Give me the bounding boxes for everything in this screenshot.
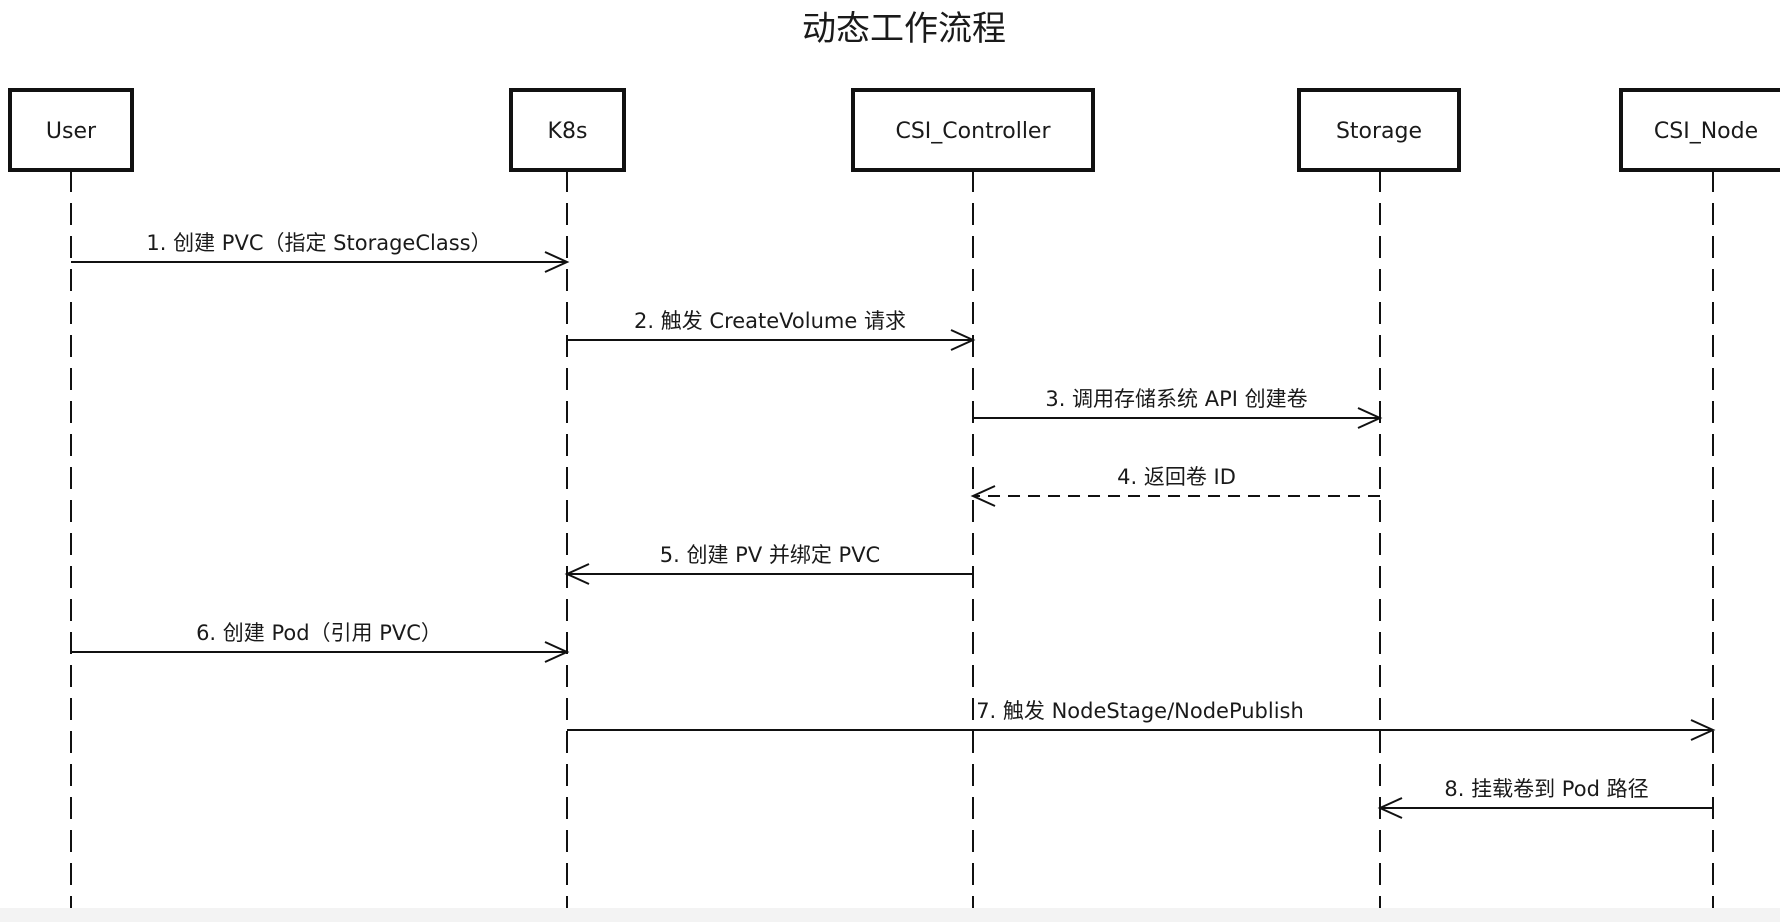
message-6: 6. 创建 Pod（引用 PVC）: [71, 621, 570, 663]
message-label: 8. 挂载卷到 Pod 路径: [1444, 777, 1648, 801]
arrow-head-icon: [1357, 407, 1383, 429]
message-label: 5. 创建 PV 并绑定 PVC: [660, 543, 880, 567]
actor-box: [851, 88, 1095, 172]
actor-csi-node: CSI_Node: [1619, 88, 1780, 172]
actor-label: Storage: [1336, 119, 1422, 144]
actor-k8s: K8s: [509, 88, 626, 172]
actor-box: [509, 88, 626, 172]
actor-label: User: [46, 119, 97, 144]
lifelines: [70, 170, 1714, 908]
message-label: 1. 创建 PVC（指定 StorageClass）: [146, 231, 491, 255]
message-label: 2. 触发 CreateVolume 请求: [634, 309, 906, 333]
arrow-head-icon: [564, 563, 590, 585]
message-8: 8. 挂载卷到 Pod 路径: [1377, 777, 1713, 819]
message-7: 7. 触发 NodeStage/NodePublish: [567, 699, 1716, 741]
bottom-bar: [0, 908, 1780, 922]
message-5: 5. 创建 PV 并绑定 PVC: [564, 543, 973, 585]
actor-box: [1619, 88, 1780, 172]
message-3: 3. 调用存储系统 API 创建卷: [973, 387, 1383, 429]
message-2: 2. 触发 CreateVolume 请求: [567, 309, 976, 351]
message-4: 4. 返回卷 ID: [970, 465, 1380, 507]
message-1: 1. 创建 PVC（指定 StorageClass）: [71, 231, 570, 273]
diagram-title: 动态工作流程: [802, 9, 1006, 49]
message-label: 6. 创建 Pod（引用 PVC）: [196, 621, 442, 645]
arrow-head-icon: [544, 251, 570, 273]
arrow-head-icon: [970, 485, 996, 507]
actors: User K8s CSI_Controller Storage CSI_Node: [8, 88, 1780, 172]
actor-user: User: [8, 88, 134, 172]
messages: 1. 创建 PVC（指定 StorageClass） 2. 触发 CreateVo…: [71, 231, 1716, 819]
actor-label: CSI_Node: [1654, 119, 1758, 144]
actor-storage: Storage: [1297, 88, 1461, 172]
message-label: 3. 调用存储系统 API 创建卷: [1045, 387, 1307, 411]
arrow-head-icon: [1690, 719, 1716, 741]
actor-box: [1297, 88, 1461, 172]
arrow-head-icon: [1377, 797, 1403, 819]
actor-box: [8, 88, 134, 172]
actor-csi-controller: CSI_Controller: [851, 88, 1095, 172]
arrow-head-icon: [544, 641, 570, 663]
message-label: 7. 触发 NodeStage/NodePublish: [976, 699, 1304, 723]
arrow-head-icon: [950, 329, 976, 351]
message-label: 4. 返回卷 ID: [1117, 465, 1236, 489]
actor-label: CSI_Controller: [895, 119, 1051, 144]
actor-label: K8s: [548, 119, 588, 144]
